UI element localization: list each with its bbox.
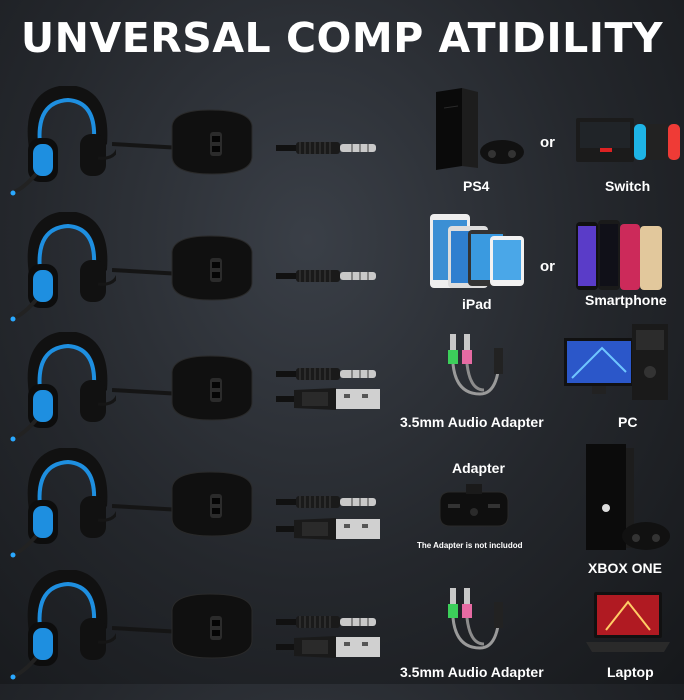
or-separator: or	[540, 258, 555, 275]
ps4-console-image	[436, 88, 524, 170]
device-label-laptop: Laptop	[607, 664, 654, 680]
aux-jack-icon	[276, 270, 376, 282]
device-label-adapter: Adapter	[452, 460, 505, 476]
inline-controller	[112, 593, 253, 659]
headset-image	[10, 212, 116, 322]
aux-jack-icon	[276, 368, 376, 380]
smartphone-image	[576, 220, 662, 290]
device-label-pc: PC	[618, 414, 638, 430]
device-label-switch: Switch	[605, 178, 651, 194]
laptop-image	[586, 592, 670, 652]
desktop-pc-image	[564, 324, 668, 400]
xbox-headset-adapter-image	[439, 484, 509, 527]
inline-controller	[112, 471, 253, 537]
row-adapter-laptop: 3.5mm Audio Adapter Laptop	[0, 570, 684, 700]
usb-plug-icon	[276, 636, 380, 658]
inline-controller	[112, 355, 253, 421]
usb-plug-icon	[276, 518, 380, 540]
device-label-adapter: 3.5mm Audio Adapter	[400, 664, 544, 680]
row-ipad-smartphone: iPad or Smartphone	[0, 212, 684, 342]
device-label-smartphone: Smartphone	[585, 292, 667, 308]
device-label-ps4: PS4	[463, 178, 490, 194]
audio-splitter-adapter-image	[448, 588, 503, 650]
aux-jack-icon	[276, 496, 376, 508]
nintendo-switch-image	[576, 118, 680, 162]
page-title: UNVERSAL COMP ATIDILITY	[20, 14, 664, 62]
inline-controller	[112, 109, 253, 175]
device-label-xbox-one: XBOX ONE	[588, 560, 662, 576]
or-separator: or	[540, 134, 555, 151]
usb-plug-icon	[276, 388, 380, 410]
aux-jack-icon	[276, 142, 376, 154]
row-ps4-switch: PS4 or Switch	[0, 86, 684, 216]
device-label-ipad: iPad	[462, 296, 492, 312]
inline-controller	[112, 235, 253, 301]
aux-jack-icon	[276, 616, 376, 628]
ipad-image	[430, 214, 524, 288]
adapter-not-included-note: The Adapter is not includod	[417, 541, 523, 550]
xbox-one-console-image	[586, 444, 670, 550]
row-adapter-xbox: Adapter The Adapter is not includod XBOX…	[0, 444, 684, 578]
headset-image	[10, 570, 116, 680]
headset-image	[10, 448, 116, 558]
row-adapter-pc: 3.5mm Audio Adapter PC	[0, 324, 684, 462]
headset-image	[10, 332, 116, 442]
audio-splitter-adapter-image	[448, 334, 503, 396]
headset-image	[10, 86, 116, 196]
device-label-adapter: 3.5mm Audio Adapter	[400, 414, 544, 430]
